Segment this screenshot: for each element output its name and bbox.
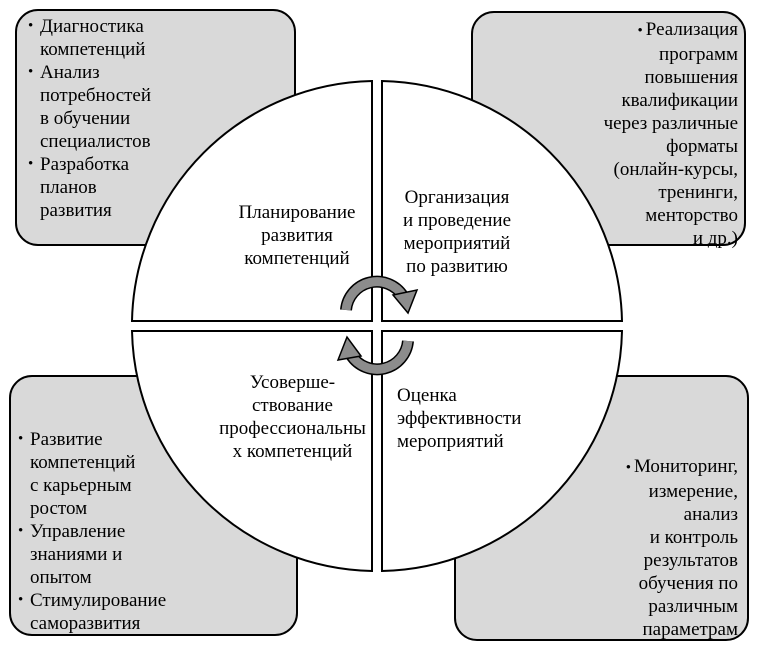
list-item: Диагностика компетенций: [28, 15, 208, 61]
quadrant-label-improvement: Усоверше- ствование профессиональны х ко…: [219, 372, 366, 462]
quadrant-label-planning: Планирование развития компетенций: [238, 202, 356, 269]
box-top-left-list: Диагностика компетенцийАнализ потребност…: [28, 15, 208, 222]
list-item: Реализация программ повышения квалификац…: [560, 18, 738, 250]
list-item: Стимулирование саморазвития: [18, 589, 208, 635]
cycle-arrow-bottom-icon: [336, 335, 414, 376]
list-item: Разработка планов развития: [28, 153, 208, 222]
box-bottom-left-list: Развитие компетенций с карьерным ростомУ…: [18, 428, 208, 635]
list-item: Мониторинг, измерение, анализ и контроль…: [560, 455, 738, 641]
box-bottom-right-list: Мониторинг, измерение, анализ и контроль…: [560, 455, 738, 641]
box-top-right-list: Реализация программ повышения квалификац…: [560, 18, 738, 250]
list-item: Развитие компетенций с карьерным ростом: [18, 428, 208, 520]
list-item: Управление знаниями и опытом: [18, 520, 208, 589]
quadrant-label-evaluation: Оценка эффективности мероприятий: [397, 385, 522, 452]
quadrant-label-organization: Организация и проведение мероприятий по …: [403, 187, 511, 277]
quadrant-top-right: [381, 79, 624, 322]
list-item: Анализ потребностей в обучении специалис…: [28, 61, 208, 153]
quadrant-bottom-right: [381, 330, 624, 573]
cycle-arrow-top-icon: [340, 275, 419, 315]
